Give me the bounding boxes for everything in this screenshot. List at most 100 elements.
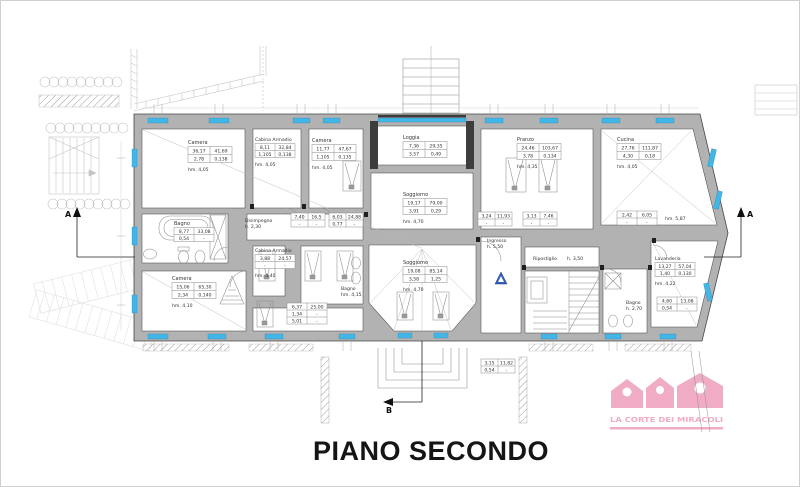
room-name: Ingresso (487, 238, 507, 244)
cell: 3,58 (409, 277, 419, 283)
cell: - (686, 306, 688, 311)
room-height: hm. 4,22 (655, 281, 676, 287)
cell: 27,76 (621, 146, 634, 152)
label-cucina: Cucina 27,76 111,87 4,30 0,18 hm. 4,05 (616, 137, 662, 170)
cell: 33,08 (197, 229, 210, 235)
cell: 11,93 (497, 213, 510, 219)
cell: - (316, 319, 318, 324)
cell: - (548, 221, 550, 226)
sheet-title: PIANO SECONDO (313, 436, 549, 466)
label-corridor-t1: 3,24 11,93 - - (477, 211, 513, 226)
cell: - (203, 237, 205, 242)
room-name: Cabina Armadio (255, 248, 292, 254)
cell: 8,11 (260, 145, 270, 151)
cell: 0,54 (484, 367, 494, 373)
cell: 15,06 (176, 285, 189, 291)
door-jambs (250, 204, 656, 270)
room-name: Loggia (403, 135, 420, 141)
label-soggiorno-bay: Soggiorno 19,08 85,14 3,58 1,25 hm. 4,70 (402, 260, 448, 293)
cell: 8,77 (179, 229, 189, 235)
cell: 0,29 (431, 209, 441, 215)
room-name: Lavanderia (655, 256, 681, 262)
room-name: Bagno (341, 286, 356, 292)
label-lavanderia-sub: 4,60 13,08 0,54 - (656, 296, 698, 311)
room-height: h. 5,50 (487, 244, 503, 250)
cell: - (316, 312, 318, 317)
room-name: Pranzo (517, 137, 534, 143)
cell: 0,130 (678, 271, 691, 277)
cell: 7,36 (409, 144, 419, 150)
cell: 0,134 (543, 154, 556, 160)
room-name: Camera (172, 276, 192, 282)
room-height: h. 2,30 (245, 224, 261, 230)
cell: 6,37 (292, 304, 302, 310)
room-height: hm. 4,05 (312, 165, 333, 171)
cell: - (626, 220, 628, 225)
room-name: Disimpegno (245, 218, 273, 224)
hatched-band (38, 94, 120, 108)
cell: 79,00 (429, 201, 442, 207)
cell: - (531, 221, 533, 226)
room-name: Soggiorno (403, 260, 428, 266)
room-name: Ripostiglio (533, 256, 557, 262)
room-height: h. 2,70 (626, 306, 642, 312)
section-marker-a-left: A (65, 207, 135, 258)
cell: 24,57 (278, 256, 291, 262)
room-name: Bagno (626, 300, 641, 306)
cell: 5,01 (292, 318, 302, 324)
room-height: hm. 4,70 (403, 219, 424, 225)
section-label-a: A (747, 210, 754, 219)
hatched-strips-bottom (142, 343, 692, 424)
cell: 4,30 (623, 154, 633, 160)
door-arcs (213, 207, 668, 288)
cell: 2,34 (178, 293, 188, 299)
cell: 1,105 (258, 152, 271, 158)
cell: 3,13 (526, 213, 536, 219)
room-name: Soggiorno (403, 192, 428, 198)
cell: 7,46 (543, 213, 553, 219)
cell: 85,14 (429, 269, 442, 275)
label-bagno-bottom-right: Bagno h. 2,70 (626, 300, 642, 312)
cell: 0,54 (179, 236, 189, 242)
section-label-b: B (386, 406, 392, 415)
cell: 0,18 (645, 154, 655, 160)
logo-underline (610, 427, 723, 430)
cell: 0,138 (278, 152, 291, 158)
room-height: hm. 4,15 (341, 292, 362, 298)
cell: 2,78 (194, 157, 204, 163)
cell: 57,04 (678, 264, 691, 270)
bidet (194, 250, 206, 264)
room-name: Cucina (617, 137, 634, 143)
cell: - (284, 264, 286, 269)
cell: 1,105 (316, 155, 329, 161)
wc (351, 256, 361, 270)
cell: 3,78 (523, 154, 533, 160)
cell: 1,40 (660, 271, 670, 277)
agency-logo: LA CORTE DEI MIRACOLI (610, 373, 723, 430)
cell: - (486, 221, 488, 226)
cell: 11,77 (316, 147, 329, 153)
label-pranzo: Pranzo 24,46 103,67 3,78 0,134 hm. 4,35 (516, 137, 562, 170)
room-name: Cabina Armadio (255, 137, 292, 143)
room-height: hm. 5,87 (665, 216, 686, 222)
leader-lines-over-logo (690, 350, 711, 433)
cell: 2,42 (622, 212, 632, 218)
label-ripostiglio: Ripostiglio h. 3,50 (533, 256, 583, 262)
cell: 24,46 (521, 146, 534, 152)
cell: - (299, 222, 301, 227)
cell: - (264, 264, 266, 269)
cell: 3,91 (409, 209, 419, 215)
logo-text: LA CORTE DEI MIRACOLI (610, 416, 723, 424)
room-height: hm. 4,70 (403, 287, 424, 293)
room-loggia (376, 125, 468, 166)
elevator (526, 276, 548, 304)
cell: 3,88 (260, 256, 270, 262)
cell: 3,24 (481, 213, 491, 219)
cell: 111,87 (642, 146, 658, 152)
cell: 6,03 (332, 214, 342, 220)
entry-triangle-symbol (494, 271, 508, 285)
room-camera-top-2 (308, 128, 364, 209)
cell: 47,67 (338, 147, 351, 153)
label-disimpegno: Disimpegno h. 2,30 (245, 218, 273, 230)
windows (131, 117, 723, 340)
